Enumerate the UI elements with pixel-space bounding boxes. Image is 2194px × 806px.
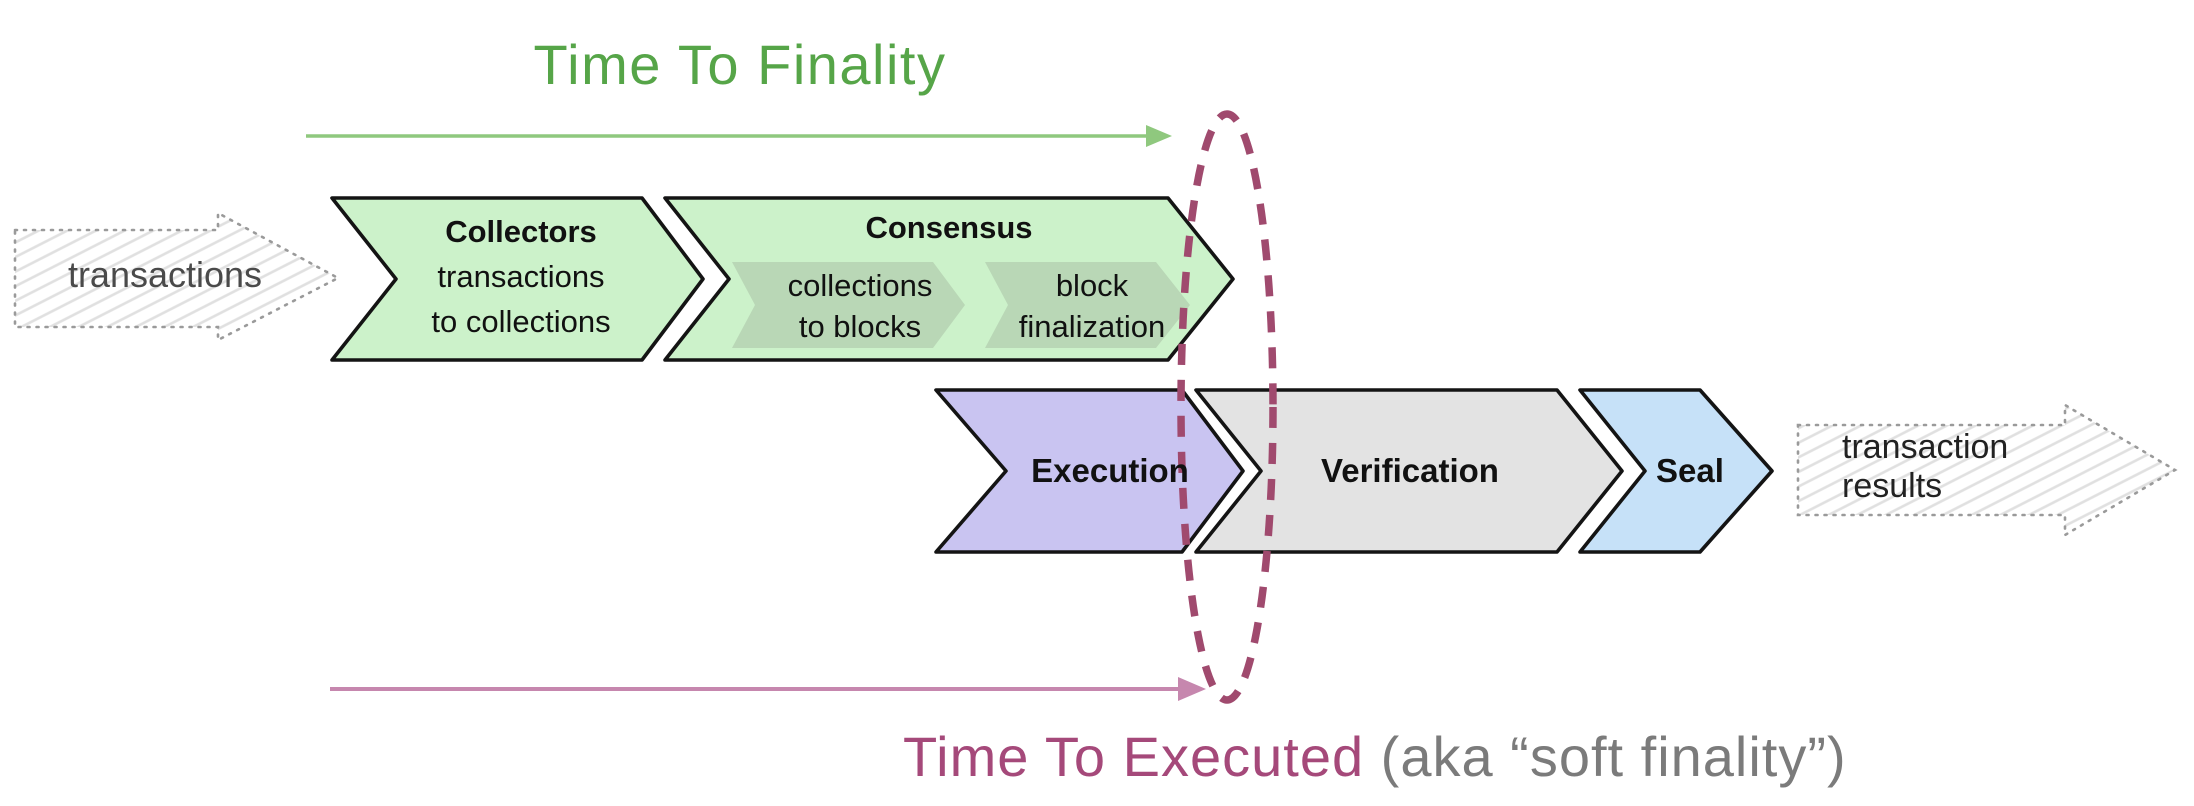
verification-chevron (1194, 388, 1624, 554)
block-finalization-line1: block (1055, 268, 1129, 303)
collections-to-blocks-line2: to blocks (798, 309, 922, 344)
seal-label: Seal (1620, 451, 1760, 491)
transaction-results-line1: transaction (1842, 428, 2009, 466)
seal-chevron (1578, 388, 1774, 554)
execution-label: Execution (1010, 451, 1210, 491)
time-to-executed-suffix: (aka “soft finality”) (1364, 725, 1847, 788)
collectors-line2: to collections (431, 304, 611, 339)
execution-title: Execution (1031, 452, 1189, 489)
time-to-finality-title: Time To Finality (533, 33, 947, 96)
collectors-label: Collectors transactions to collections (386, 209, 656, 344)
seal-title: Seal (1656, 452, 1724, 489)
transaction-results-label: transaction results (1842, 428, 2072, 506)
collectors-line1: transactions (437, 259, 605, 294)
block-finalization-subchevron (985, 262, 1190, 348)
transactions-input-arrow-icon (13, 210, 341, 343)
transaction-results-line2: results (1842, 467, 1943, 505)
verification-title: Verification (1321, 452, 1499, 489)
verification-label: Verification (1270, 451, 1550, 491)
executed-boundary-ellipse (1177, 110, 1277, 704)
time-to-executed-arrowhead-icon (1178, 677, 1206, 701)
block-finalization-line2: finalization (1018, 309, 1166, 344)
collectors-title: Collectors (445, 214, 597, 249)
collections-to-blocks-line1: collections (787, 268, 933, 303)
time-to-executed-title: Time To Executed (aka “soft finality”) (903, 729, 1847, 785)
time-to-executed-main: Time To Executed (903, 725, 1365, 788)
transactions-label: transactions (67, 254, 263, 295)
collections-to-blocks-label: collections to blocks (755, 265, 965, 347)
time-to-finality-arrowhead-icon (1146, 125, 1172, 147)
block-finalization-label: block finalization (992, 265, 1192, 347)
consensus-label: Consensus (729, 209, 1169, 247)
consensus-title: Consensus (865, 210, 1033, 245)
collectors-chevron (330, 196, 705, 362)
collections-to-blocks-subchevron (732, 262, 965, 348)
transaction-results-output-arrow-icon (1796, 402, 2178, 538)
